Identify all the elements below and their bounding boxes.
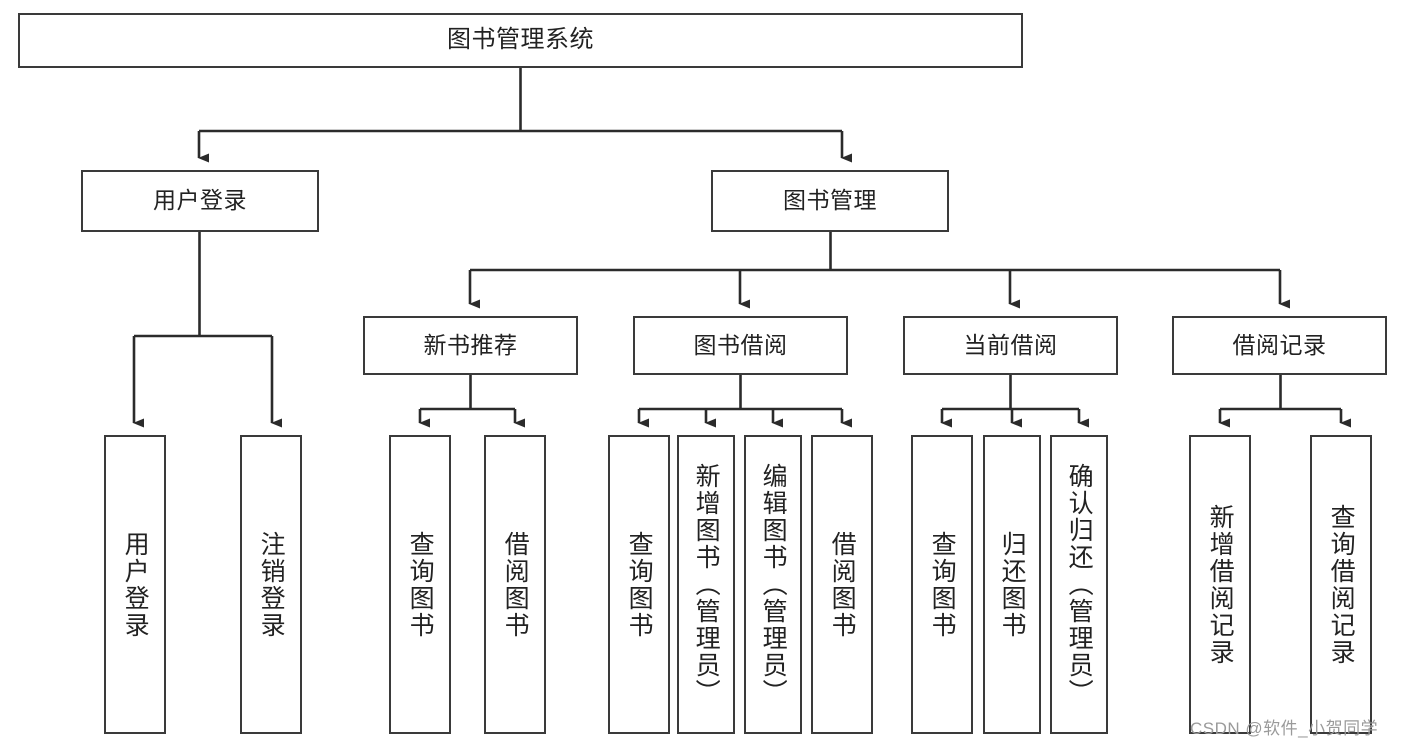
node-root[interactable]: 图书管理系统 xyxy=(18,13,1023,68)
node-leaf-brw-add-book[interactable]: 新增图书（管理员） xyxy=(677,435,735,734)
node-leaf-rec-add-record-label: 新增借阅记录 xyxy=(1206,503,1235,666)
node-borrow-record-label: 借阅记录 xyxy=(1232,331,1327,358)
node-leaf-cur-confirm-return[interactable]: 确认归还（管理员） xyxy=(1050,435,1108,734)
node-leaf-brw-borrow-book[interactable]: 借阅图书 xyxy=(811,435,873,734)
node-new-book-rec[interactable]: 新书推荐 xyxy=(363,316,578,375)
node-leaf-rec-query-book-label: 查询图书 xyxy=(406,530,435,639)
node-leaf-cur-query-book-label: 查询图书 xyxy=(928,530,957,639)
node-new-book-rec-label: 新书推荐 xyxy=(423,331,518,358)
node-leaf-rec-query-book[interactable]: 查询图书 xyxy=(389,435,451,734)
node-leaf-brw-edit-book[interactable]: 编辑图书（管理员） xyxy=(744,435,802,734)
node-book-manage[interactable]: 图书管理 xyxy=(711,170,949,232)
node-leaf-brw-borrow-book-label: 借阅图书 xyxy=(828,530,857,639)
node-book-borrow[interactable]: 图书借阅 xyxy=(633,316,848,375)
node-leaf-user-login-label: 用户登录 xyxy=(121,530,150,639)
node-leaf-brw-add-book-label: 新增图书（管理员） xyxy=(692,463,721,706)
node-leaf-user-logout-label: 注销登录 xyxy=(257,530,286,639)
node-leaf-rec-query-record-label: 查询借阅记录 xyxy=(1327,503,1356,666)
node-borrow-record[interactable]: 借阅记录 xyxy=(1172,316,1387,375)
node-leaf-brw-edit-book-label: 编辑图书（管理员） xyxy=(759,463,788,706)
node-leaf-brw-query-book[interactable]: 查询图书 xyxy=(608,435,670,734)
node-leaf-brw-query-book-label: 查询图书 xyxy=(625,530,654,639)
node-user-login-label: 用户登录 xyxy=(153,187,247,214)
node-leaf-rec-add-record[interactable]: 新增借阅记录 xyxy=(1189,435,1251,734)
node-leaf-cur-confirm-return-label: 确认归还（管理员） xyxy=(1065,463,1094,706)
node-leaf-user-login[interactable]: 用户登录 xyxy=(104,435,166,734)
node-leaf-rec-query-record[interactable]: 查询借阅记录 xyxy=(1310,435,1372,734)
node-leaf-cur-query-book[interactable]: 查询图书 xyxy=(911,435,973,734)
node-leaf-rec-borrow-book[interactable]: 借阅图书 xyxy=(484,435,546,734)
node-book-manage-label: 图书管理 xyxy=(783,187,877,214)
node-current-borrow[interactable]: 当前借阅 xyxy=(903,316,1118,375)
node-book-borrow-label: 图书借阅 xyxy=(693,331,788,358)
node-leaf-cur-return-book-label: 归还图书 xyxy=(998,530,1027,639)
node-root-label: 图书管理系统 xyxy=(447,26,594,54)
node-current-borrow-label: 当前借阅 xyxy=(963,331,1058,358)
node-leaf-cur-return-book[interactable]: 归还图书 xyxy=(983,435,1041,734)
node-leaf-user-logout[interactable]: 注销登录 xyxy=(240,435,302,734)
node-user-login[interactable]: 用户登录 xyxy=(81,170,319,232)
node-leaf-rec-borrow-book-label: 借阅图书 xyxy=(501,530,530,639)
